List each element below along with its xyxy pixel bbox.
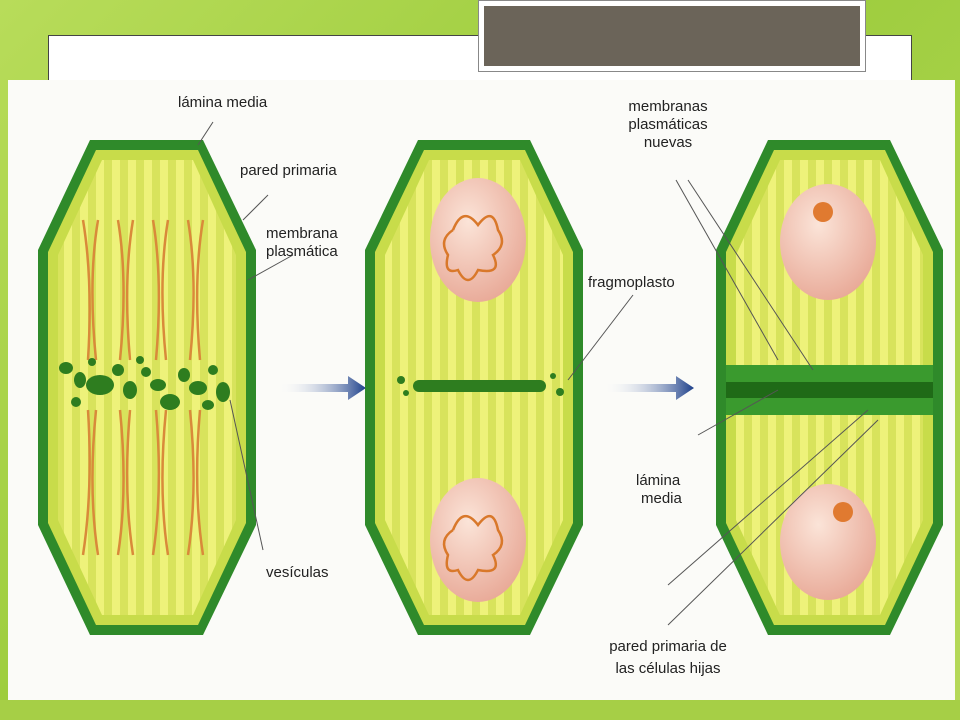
cytokinesis-figure: lámina media pared primaria membrana pla… <box>8 80 955 700</box>
label-media: media <box>641 490 682 507</box>
cell-3 <box>716 140 943 635</box>
cell-2 <box>365 140 583 635</box>
label-las-celulas-hijas: las células hijas <box>615 660 721 677</box>
phragmoplast <box>413 380 546 392</box>
label-pared-primaria: pared primaria <box>240 162 337 179</box>
label-membranas: membranas <box>628 98 708 115</box>
label-lamina-media: lámina media <box>178 94 268 111</box>
middle-lamella <box>726 382 933 398</box>
label-lamina: lámina <box>636 472 681 489</box>
bottom-band <box>0 700 960 720</box>
label-nuevas: nuevas <box>643 134 693 151</box>
arrow-2 <box>603 376 694 400</box>
label-vesiculas: vesículas <box>266 564 329 581</box>
cell-1 <box>38 140 256 635</box>
vesicles <box>59 356 230 410</box>
label-plasmaticas: plasmáticas <box>628 116 708 133</box>
title-tab-fill <box>484 6 860 66</box>
arrow-1 <box>278 376 366 400</box>
spindle-fibers <box>81 219 205 556</box>
label-pared-primaria-de: pared primaria de <box>609 638 727 655</box>
label-fragmoplasto: fragmoplasto <box>588 274 675 291</box>
label-membrana: membrana <box>266 225 338 242</box>
cytokinesis-diagram <box>38 121 943 635</box>
title-tab <box>478 0 866 72</box>
leader-lines <box>197 121 879 626</box>
label-plasmatica: plasmática <box>266 243 338 260</box>
